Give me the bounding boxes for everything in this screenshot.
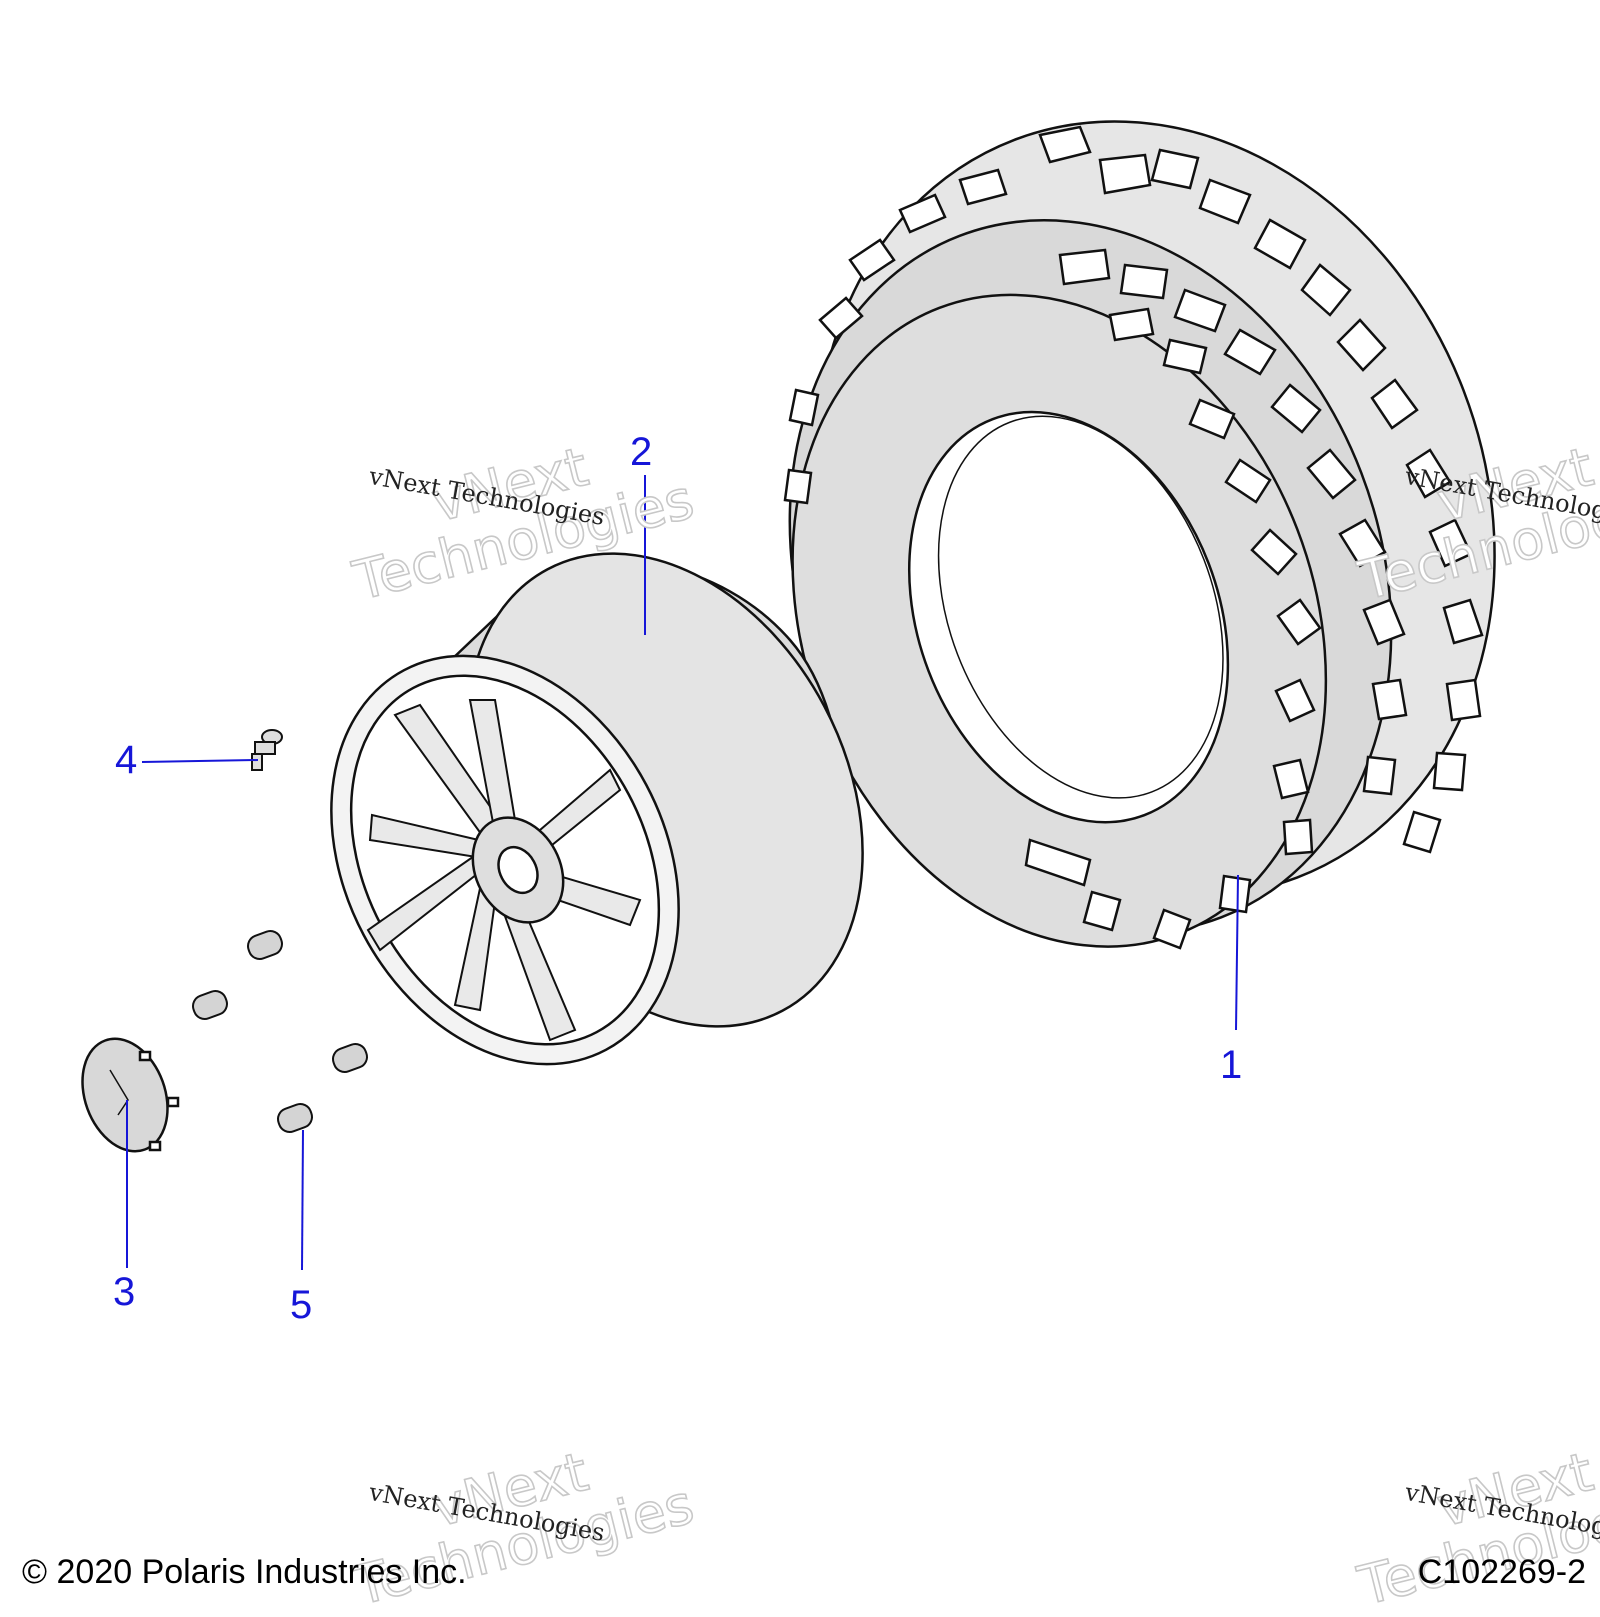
- valve-stem: [251, 729, 283, 771]
- callout-5: 5: [290, 1283, 313, 1327]
- callout-3: 3: [113, 1270, 136, 1314]
- diagram-code: C102269-2: [1417, 1553, 1586, 1591]
- leader-lines: [126, 475, 1239, 1271]
- lug-nuts: [192, 930, 368, 1133]
- wheel-rim: [330, 552, 864, 1066]
- copyright-text: © 2020 Polaris Industries Inc.: [22, 1553, 467, 1591]
- tire: [783, 120, 1496, 950]
- callout-2: 2: [630, 430, 653, 474]
- tread-lugs: [783, 125, 1484, 950]
- callout-4: 4: [115, 738, 138, 782]
- center-cap: [81, 1037, 180, 1153]
- callout-1: 1: [1220, 1043, 1243, 1087]
